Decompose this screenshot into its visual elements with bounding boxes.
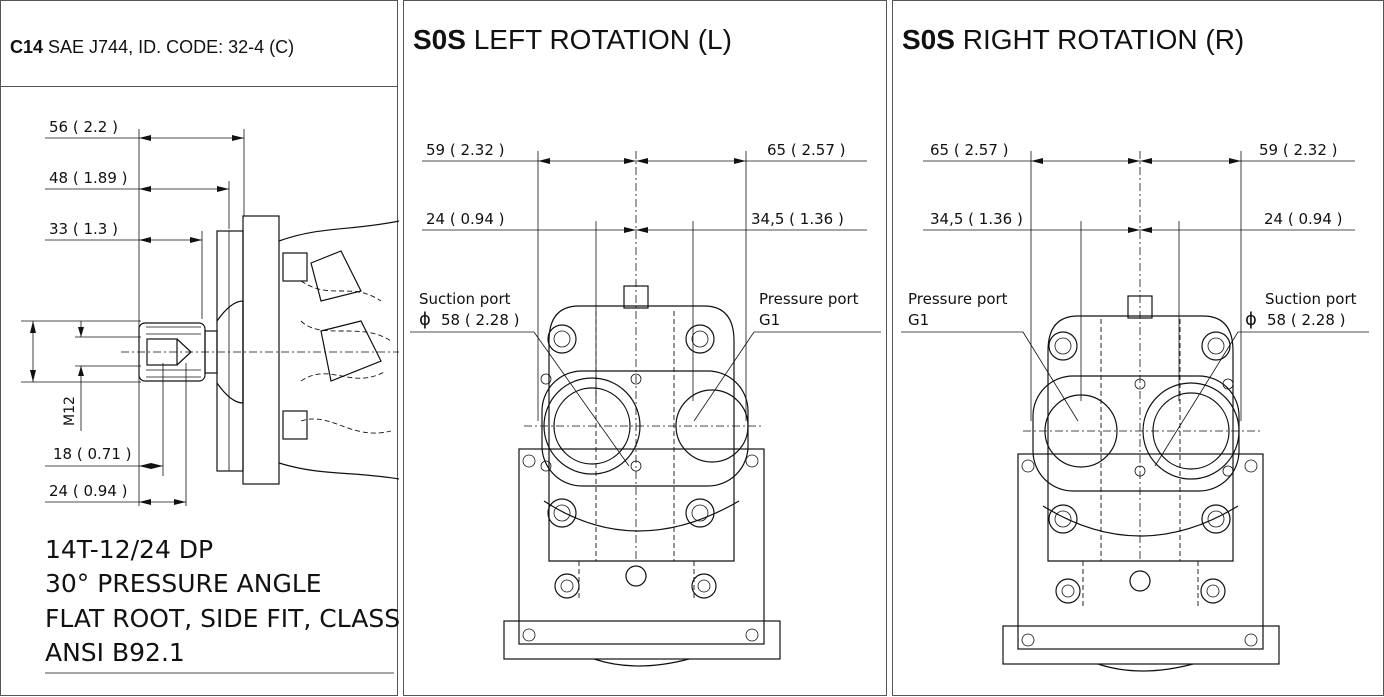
panel-right-rotation: S0S RIGHT ROTATION (R) 65 ( 2.57 ) 59 ( … [892, 0, 1384, 696]
arrow [78, 327, 84, 337]
arrow [78, 366, 84, 376]
title-code: C14 [10, 37, 44, 57]
dim-top-right-label: 65 ( 2.57 ) [767, 141, 846, 159]
panel-title: C14 SAE J744, ID. CODE: 32-4 (C) [10, 38, 294, 126]
arrow [624, 227, 636, 233]
dim-18-label: 18 ( 0.71 ) [53, 445, 132, 463]
arrow [636, 227, 648, 233]
title-text: LEFT ROTATION (L) [465, 24, 732, 55]
arrow [1031, 158, 1043, 164]
pump-body [503, 285, 781, 667]
note-line-2: 30° PRESSURE ANGLE [45, 569, 322, 598]
port-left-label: Pressure port [908, 290, 1008, 308]
arrow [624, 158, 636, 164]
title-code: S0S [413, 24, 466, 55]
arrow [190, 237, 202, 243]
port-right-dim: 58 ( 2.28 ) [1267, 311, 1346, 329]
arrow [1128, 158, 1140, 164]
arrow [139, 237, 151, 243]
arrow [734, 158, 746, 164]
pump-view-left: 59 ( 2.32 ) 65 ( 2.57 ) 24 ( 0.94 ) 34,5… [410, 141, 881, 667]
port-left-dim: 58 ( 2.28 ) [441, 311, 520, 329]
port-left-dim: G1 [908, 311, 929, 329]
dim-mid-right-label: 24 ( 0.94 ) [1264, 210, 1343, 228]
arrow [1140, 158, 1152, 164]
dim-24-label: 24 ( 0.94 ) [49, 482, 128, 500]
title-text: RIGHT ROTATION (R) [954, 24, 1245, 55]
arrow [1128, 227, 1140, 233]
dim-top-left-label: 65 ( 2.57 ) [930, 141, 1009, 159]
panel-title: S0S RIGHT ROTATION (R) [902, 26, 1244, 114]
title-code: S0S [902, 24, 955, 55]
arrow [139, 135, 151, 141]
arrow [1229, 158, 1241, 164]
arrow [232, 135, 244, 141]
panel-shaft-c14: C14 SAE J744, ID. CODE: 32-4 (C) 56 ( 2.… [0, 0, 424, 696]
port-leader [693, 331, 755, 422]
arrow [151, 463, 163, 469]
phi-symbol: ϕ [1245, 309, 1257, 330]
panel-title: S0S LEFT ROTATION (L) [413, 26, 732, 114]
arrow [139, 463, 151, 469]
dim-top-right-label: 59 ( 2.32 ) [1259, 141, 1338, 159]
arrow [139, 499, 151, 505]
title-text: SAE J744, ID. CODE: 32-4 (C) [43, 37, 295, 57]
dim-56-label: 56 ( 2.2 ) [49, 118, 118, 136]
arrow [30, 321, 36, 333]
port-right-label: Pressure port [759, 290, 859, 308]
dim-48-label: 48 ( 1.89 ) [49, 169, 128, 187]
dim-mid-right-label: 34,5 ( 1.36 ) [751, 210, 844, 228]
phi-symbol: ϕ [419, 309, 431, 330]
shaft-drawing: 56 ( 2.2 ) 48 ( 1.89 ) 33 ( 1.3 ) [21, 118, 400, 674]
pump-view-right: 65 ( 2.57 ) 59 ( 2.32 ) 34,5 ( 1.36 ) 24… [901, 141, 1369, 672]
note-line-1: 14T-12/24 DP [45, 535, 214, 564]
arrow [174, 499, 186, 505]
arrow [636, 158, 648, 164]
port-leader [533, 331, 630, 467]
port-right-label: Suction port [1265, 290, 1357, 308]
dim-m12-label: M12 [62, 396, 78, 426]
arrow [30, 370, 36, 382]
arrow [1140, 227, 1152, 233]
dim-33-label: 33 ( 1.3 ) [49, 220, 118, 238]
dim-mid-left-label: 24 ( 0.94 ) [426, 210, 505, 228]
port-right-dim: G1 [759, 311, 780, 329]
dim-top-left-label: 59 ( 2.32 ) [426, 141, 505, 159]
arrow [538, 158, 550, 164]
port-leader [1154, 331, 1239, 467]
port-left-label: Suction port [419, 290, 511, 308]
title-divider [1, 86, 397, 87]
arrow [217, 186, 229, 192]
note-line-4: ANSI B92.1 [45, 638, 185, 667]
dim-mid-left-label: 34,5 ( 1.36 ) [930, 210, 1023, 228]
motor-flange [216, 215, 400, 485]
port-leader [1022, 331, 1079, 422]
note-line-3: FLAT ROOT, SIDE FIT, CLASS 5 [45, 604, 424, 633]
arrow [139, 186, 151, 192]
panel-left-rotation: S0S LEFT ROTATION (L) 59 ( 2.32 ) 65 ( 2… [403, 0, 887, 696]
pump-body [1002, 295, 1280, 672]
